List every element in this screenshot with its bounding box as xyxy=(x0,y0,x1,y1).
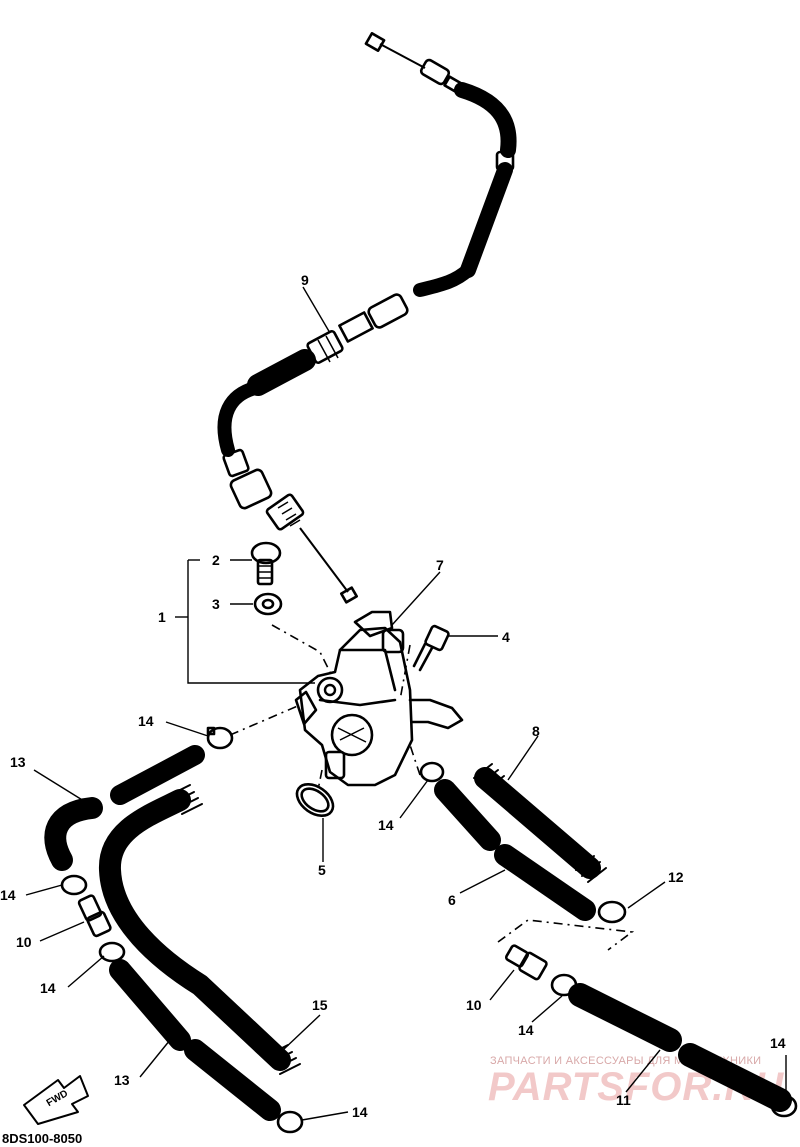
hose-13-upper xyxy=(44,797,103,871)
callout-14-a: 14 xyxy=(138,713,154,729)
callout-1: 1 xyxy=(158,609,166,625)
hose-13-lower xyxy=(109,959,281,1121)
callout-7: 7 xyxy=(436,557,444,573)
callout-4: 4 xyxy=(502,629,510,645)
clamp-14-d xyxy=(276,1110,304,1134)
callout-9: 8 xyxy=(532,723,540,739)
callout-2: 2 xyxy=(212,552,220,568)
hose-long-main xyxy=(99,789,291,1071)
callout-8: 6 xyxy=(448,892,456,908)
leader-lines xyxy=(25,286,787,1121)
clamp-14-a xyxy=(206,726,234,750)
callout-13-a: 13 xyxy=(10,754,26,770)
joint-10-left xyxy=(77,894,112,938)
hose-11 xyxy=(568,983,792,1112)
callout-11: 11 xyxy=(616,1092,631,1108)
callout-3: 3 xyxy=(212,596,220,612)
clamp-14-c xyxy=(98,941,126,963)
bolt-2 xyxy=(250,541,282,586)
callout-14-g: 14 xyxy=(770,1035,786,1051)
hose-8 xyxy=(434,779,596,921)
fwd-label: FWD xyxy=(45,1088,70,1109)
screw-4 xyxy=(412,624,450,672)
callout-14-e: 14 xyxy=(378,817,394,833)
callout-14-b: 14 xyxy=(0,887,16,903)
hose-9 xyxy=(473,763,607,883)
spring-15 xyxy=(267,1044,301,1075)
callout-5: 5 xyxy=(318,862,326,878)
callout-12: 12 xyxy=(668,869,684,885)
oil-pump xyxy=(294,610,464,787)
callout-6: 9 xyxy=(301,272,309,288)
fwd-arrow-icon: FWD xyxy=(23,1075,89,1125)
clamp-14-b xyxy=(60,874,88,896)
joint-10-right xyxy=(505,944,548,981)
callout-13-b: 13 xyxy=(114,1072,130,1088)
callout-15: 15 xyxy=(312,997,328,1013)
o-ring-5 xyxy=(295,783,335,817)
callout-14-c: 14 xyxy=(40,980,56,996)
washer-3 xyxy=(253,592,283,616)
callout-14-d: 14 xyxy=(352,1104,368,1120)
clamp-12 xyxy=(597,900,627,924)
callout-10-b: 10 xyxy=(466,997,482,1013)
clamp-14-g xyxy=(770,1094,798,1118)
clamp-14-e xyxy=(419,761,445,783)
callout-10-a: 10 xyxy=(16,934,32,950)
spring-top xyxy=(169,784,203,815)
callout-14-f: 14 xyxy=(518,1022,534,1038)
drawing-code: 8DS100-8050 xyxy=(2,1131,82,1146)
cable-6 xyxy=(217,32,517,604)
hose-short-left xyxy=(110,745,205,805)
